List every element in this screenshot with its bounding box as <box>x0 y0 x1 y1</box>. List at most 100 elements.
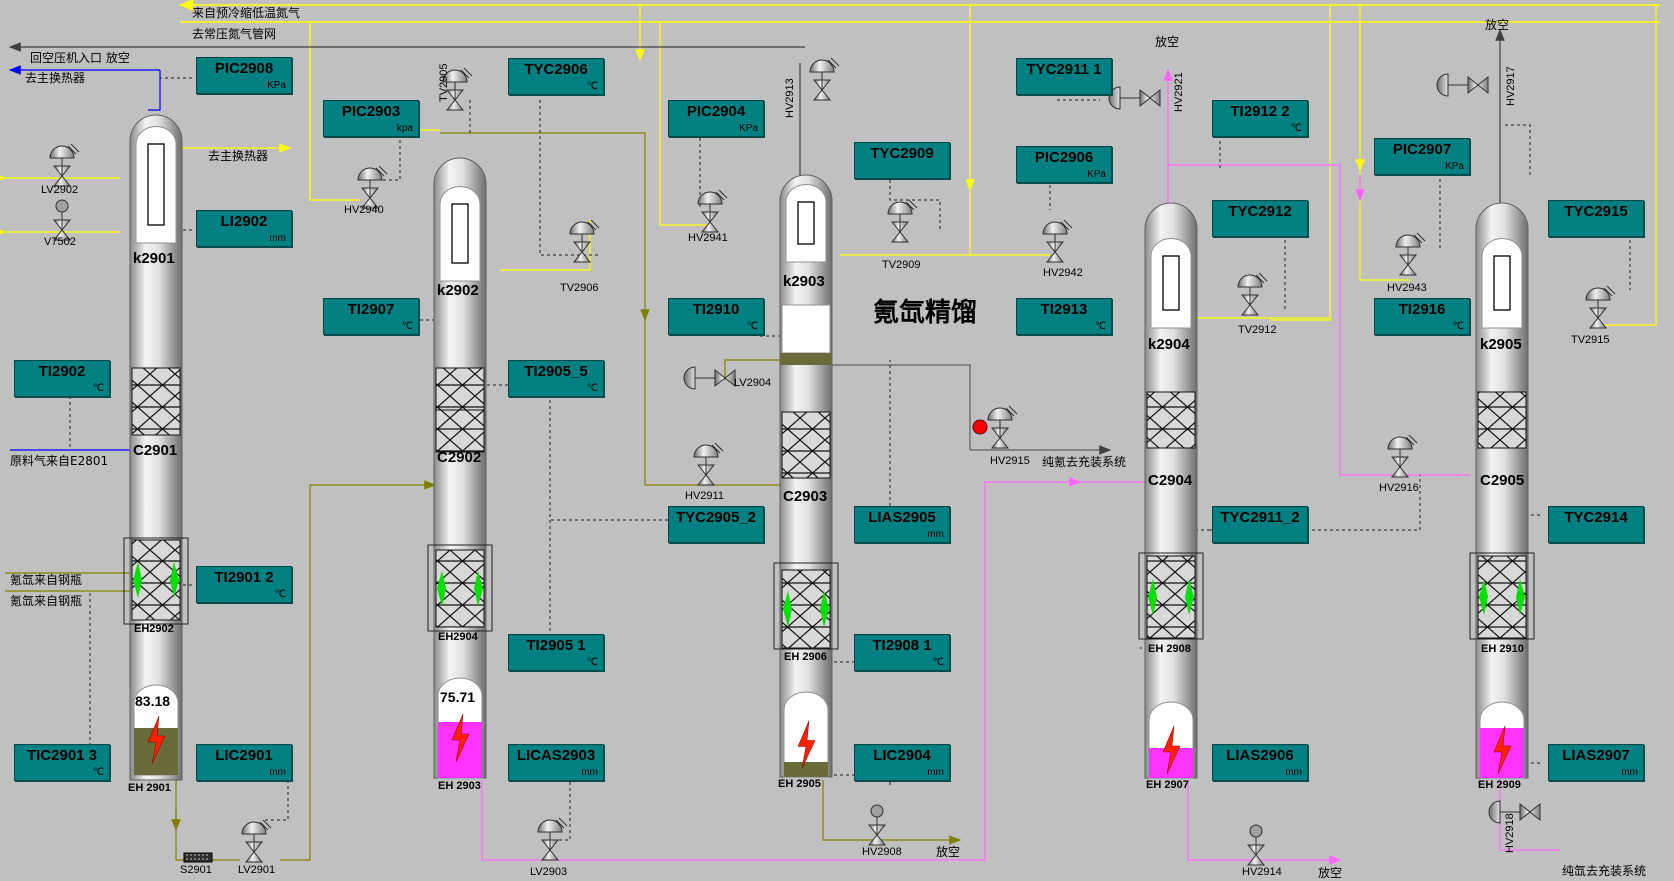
valve-v7502[interactable] <box>52 199 72 241</box>
valve-hv2940[interactable] <box>357 165 388 209</box>
tag-ti2910[interactable]: TI2910℃ <box>668 298 764 335</box>
condenser-tube <box>1162 255 1180 311</box>
tag-unit: ℃ <box>1452 321 1464 332</box>
liquid-level <box>784 762 828 777</box>
valve-label-hv2913: HV2913 <box>784 78 796 118</box>
electric-heater-icon <box>797 720 816 769</box>
valve-hv2908[interactable] <box>867 804 887 846</box>
actuator-icon <box>693 444 719 458</box>
stream-label-ar-1: 氪氙来自钢瓶 <box>10 573 83 587</box>
tag-ti2902[interactable]: TI2902 ℃ <box>14 360 110 397</box>
tag-tyc2911-1[interactable]: TYC2911 1 <box>1016 58 1112 95</box>
tag-tyc2915[interactable]: TYC2915 <box>1548 200 1644 237</box>
tag-name: PIC2906 <box>1034 149 1094 166</box>
stream-label-vent-c2904: 放空 <box>1155 35 1180 49</box>
strainer-s2901[interactable] <box>183 852 213 863</box>
positioner-icon <box>715 189 728 201</box>
packing-section <box>131 367 181 436</box>
actuator-icon <box>887 201 913 215</box>
tag-name: TYC2914 <box>1564 509 1628 526</box>
stream-label-ln2-out: 去常压氮气管网 <box>192 27 277 41</box>
tag-tyc2906[interactable]: TYC2906℃ <box>508 58 604 95</box>
actuator-icon <box>809 59 835 73</box>
tag-ti2905-1[interactable]: TI2905 1℃ <box>508 634 604 671</box>
valve-hv2913[interactable] <box>809 57 840 101</box>
valve-label-hv2911: HV2911 <box>685 490 724 502</box>
valve-label-hv2921: HV2921 <box>1173 72 1185 112</box>
valve-hv2916[interactable] <box>1387 434 1418 478</box>
valve-hv2943[interactable] <box>1395 232 1426 276</box>
valve-tv2912[interactable] <box>1237 272 1268 316</box>
tag-tyc2909[interactable]: TYC2909 <box>854 142 950 179</box>
tag-ti2916[interactable]: TI2916℃ <box>1374 298 1470 335</box>
column-mid-label: C2901 <box>133 442 178 459</box>
actuator-icon <box>1108 86 1140 110</box>
valve-label-tv2912: TV2912 <box>1238 324 1277 336</box>
tag-ti2913[interactable]: TI2913℃ <box>1016 298 1112 335</box>
tag-unit: ℃ <box>1094 321 1106 332</box>
tag-ti2901-2[interactable]: TI2901 2℃ <box>196 566 292 603</box>
column-mid-label: C2903 <box>783 488 828 505</box>
heater-flame-icon <box>1516 579 1525 615</box>
valve-hv2911[interactable] <box>693 442 724 486</box>
tag-name: TI2908 1 <box>872 637 932 654</box>
valve-tv2905[interactable] <box>442 67 473 111</box>
tag-unit: ℃ <box>92 383 104 394</box>
valve-label-hv2941: HV2941 <box>688 232 728 244</box>
valve-label-hv2940: HV2940 <box>344 204 384 216</box>
tag-unit: mm <box>1621 767 1638 778</box>
tag-ti2908-1[interactable]: TI2908 1℃ <box>854 634 950 671</box>
tag-tyc2911-2[interactable]: TYC2911_2 <box>1212 506 1308 543</box>
valve-label-lv2902: LV2902 <box>41 184 79 196</box>
positioner-icon <box>555 817 568 829</box>
valve-hv2918[interactable] <box>1488 800 1541 824</box>
valve-hv2915[interactable] <box>987 405 1018 449</box>
valve-hv2921[interactable] <box>1108 86 1161 110</box>
valve-lv2902[interactable] <box>49 143 80 187</box>
tag-ti2905-5[interactable]: TI2905_5℃ <box>508 360 604 397</box>
tag-tyc2905-2[interactable]: TYC2905_2 <box>668 506 764 543</box>
valve-tv2915[interactable] <box>1585 285 1616 329</box>
tag-ti2912-2[interactable]: TI2912 2℃ <box>1212 100 1308 137</box>
packing-section <box>1477 391 1527 449</box>
valve-hv2942[interactable] <box>1042 219 1073 263</box>
tag-tyc2912[interactable]: TYC2912 <box>1212 200 1308 237</box>
column-2 <box>427 157 493 779</box>
tag-name: TYC2911_2 <box>1220 509 1300 526</box>
tag-tic2901-3[interactable]: TIC2901 3℃ <box>14 744 110 781</box>
tag-tyc2914[interactable]: TYC2914 <box>1548 506 1644 543</box>
tag-name: TI2902 <box>38 363 86 380</box>
valve-lv2904[interactable] <box>683 366 736 390</box>
stream-label-recycle: 回空压机入口 放空 <box>30 51 130 65</box>
stream-label-vent-hv2908: 放空 <box>936 845 961 859</box>
positioner-icon <box>460 67 473 79</box>
actuator-icon <box>241 821 267 835</box>
valve-hv2941[interactable] <box>697 189 728 233</box>
tag-name: LIAS2906 <box>1226 747 1294 764</box>
valve-label-tv2905: TV2905 <box>438 63 450 102</box>
condenser-window <box>135 126 177 244</box>
valve-hv2914[interactable] <box>1246 824 1266 866</box>
tag-ti2907[interactable]: TI2907℃ <box>323 298 419 335</box>
heater-flame-icon <box>474 570 483 607</box>
valve-lv2901[interactable] <box>241 819 272 863</box>
valve-lv2903[interactable] <box>537 817 568 861</box>
control-valves[interactable] <box>49 57 1616 866</box>
valve-tv2909[interactable] <box>887 199 918 243</box>
positioner-icon <box>1005 405 1018 417</box>
valve-tv2906[interactable] <box>569 219 600 263</box>
tag-name: TIC2901 3 <box>26 747 98 764</box>
valve-hv2917[interactable] <box>1436 73 1489 97</box>
